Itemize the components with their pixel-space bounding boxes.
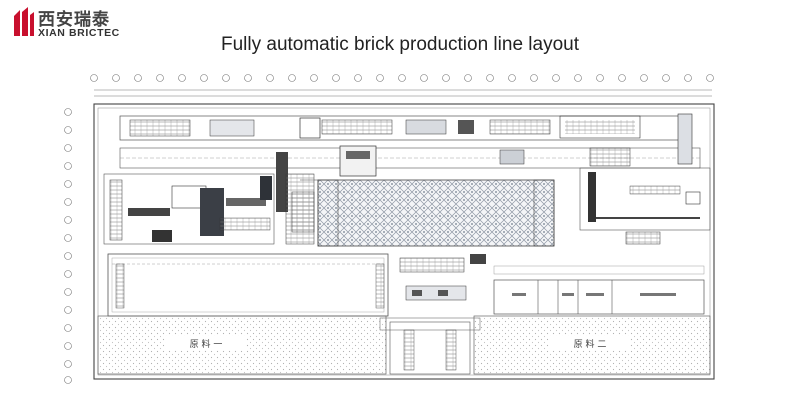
left-axis-markers <box>64 108 72 384</box>
building-outline <box>93 103 715 380</box>
raw-material-area-1-label: 原 料 一 <box>190 338 223 350</box>
raw-material-area-2: 原 料 二 <box>473 315 711 375</box>
middle-frame-band <box>107 253 486 331</box>
company-logo: 西安瑞泰 XIAN BRICTEC <box>12 6 152 40</box>
kiln-grid-area <box>291 179 555 247</box>
logo-mark-icon <box>14 7 34 36</box>
central-feed-passage <box>389 321 471 375</box>
raw-material-area-1: 原 料 一 <box>97 315 387 375</box>
page-title: Fully automatic brick production line la… <box>220 34 579 55</box>
top-axis-markers <box>90 74 714 82</box>
top-dimension-line <box>94 89 712 97</box>
layout-plan-drawing: 原 料 一 原 料 二 <box>64 74 715 384</box>
logo-chinese-name: 西安瑞泰 <box>38 10 110 30</box>
raw-material-area-2-label: 原 料 二 <box>574 338 607 350</box>
logo-english-name: XIAN BRICTEC <box>38 27 120 39</box>
right-packaging-area <box>579 167 711 245</box>
office-rooms <box>493 265 705 315</box>
top-conveyor-line <box>119 113 701 177</box>
left-handling-area <box>103 152 315 245</box>
